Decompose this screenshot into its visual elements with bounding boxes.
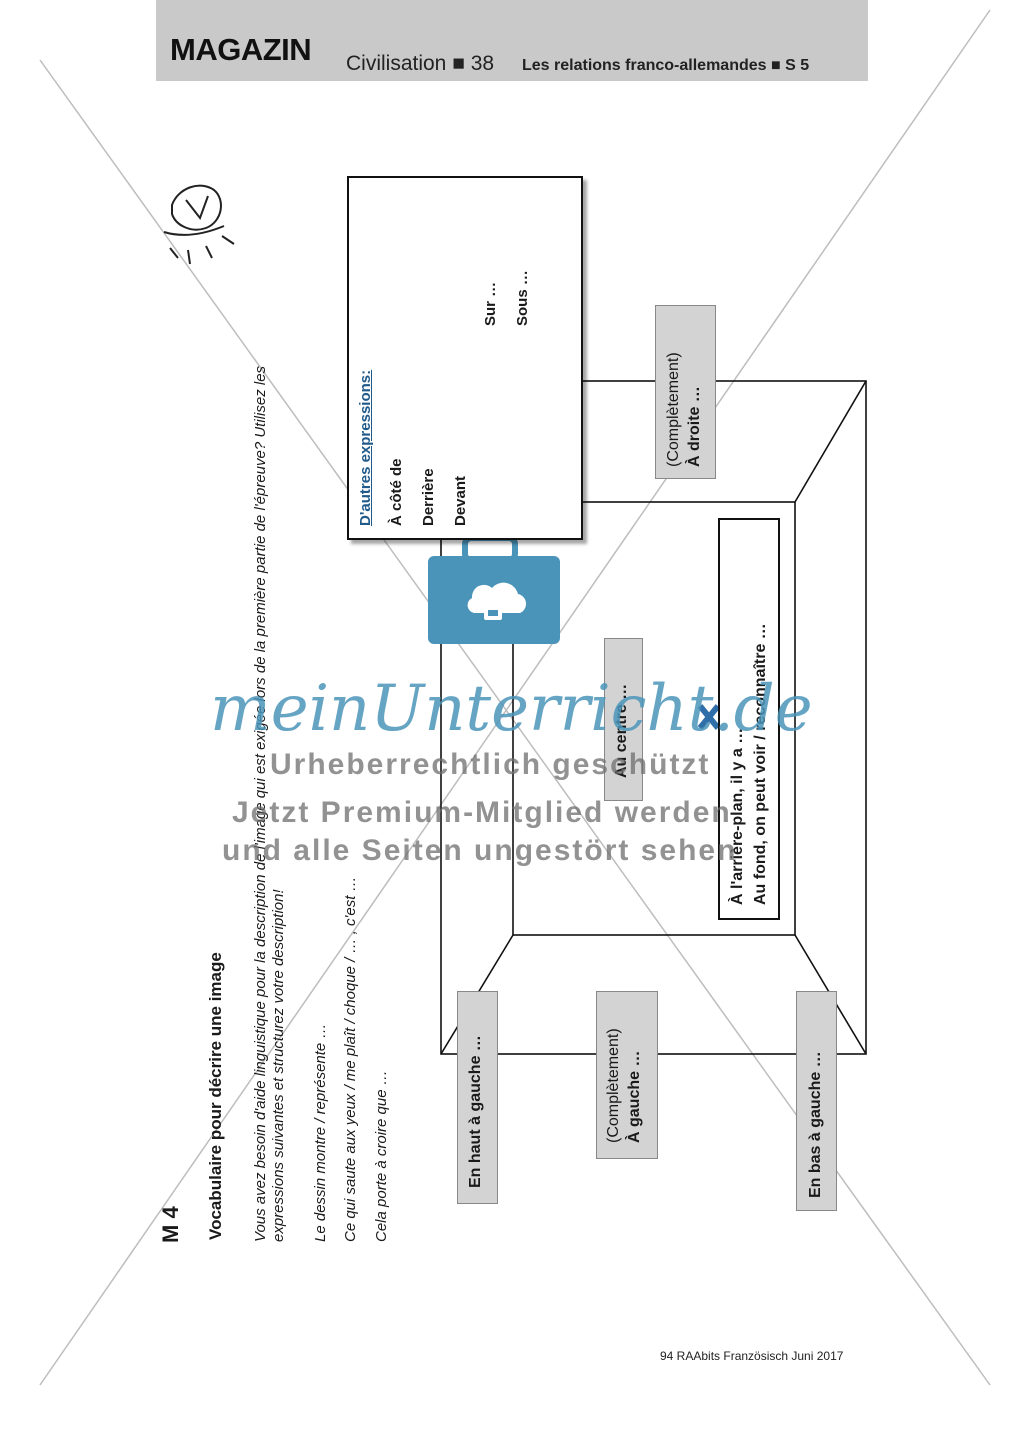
watermark-line-3: und alle Seiten ungestört sehen (222, 834, 738, 867)
label-left-text: À gauche … (625, 1050, 643, 1143)
label-right: (Complètement) À droite … (664, 352, 706, 467)
watermark-line-1: Urheberrechtlich geschützt (270, 748, 711, 781)
box-background (718, 518, 780, 920)
briefcase-icon (428, 535, 560, 644)
expression-1: Le dessin montre / représente … (312, 1023, 329, 1242)
label-background-2: Au fond, on peut voir / reconnaître … (752, 623, 770, 905)
box-left (596, 991, 658, 1159)
watermark-line-2: Jetzt Premium-Mitglied werden (232, 796, 732, 829)
label-left-note: (Complètement) (605, 1028, 622, 1143)
other-expression-2: Derrière (420, 468, 437, 526)
label-right-note: (Complètement) (665, 352, 682, 467)
other-expressions-heading: D'autres expressions: (357, 369, 374, 526)
eye-drawing-icon (163, 184, 235, 265)
label-bottom-left: En bas à gauche … (807, 1051, 824, 1198)
footer-text: 94 RAAbits Französisch Juni 2017 (660, 1349, 844, 1363)
other-expression-4: Sur … (482, 281, 499, 326)
label-left: (Complètement) À gauche … (604, 1028, 646, 1143)
box-center (604, 638, 643, 801)
other-expression-5: Sous … (514, 270, 531, 326)
other-expressions-box (347, 176, 583, 540)
box-right (655, 305, 716, 479)
header-bar (156, 0, 868, 81)
label-top-left: En haut à gauche … (467, 1035, 484, 1188)
cross-icon (697, 704, 721, 730)
magazine-title: MAGAZIN (170, 32, 312, 67)
other-expression-1: À côté de (388, 458, 405, 526)
expression-2: Ce qui saute aux yeux / me plaît / choqu… (342, 876, 359, 1242)
worksheet-title: Vocabulaire pour décrire une image (206, 952, 225, 1240)
watermark-brand: meinUnterricht.de (210, 672, 813, 746)
topic-label: Les relations franco-allemandes ■ S 5 (522, 57, 810, 74)
label-right-text: À droite … (685, 386, 703, 467)
section-label: Civilisation ■ 38 (346, 52, 495, 75)
box-top-left (457, 991, 498, 1204)
other-expression-3: Devant (452, 475, 469, 526)
box-bottom-left (796, 991, 837, 1211)
worksheet-label: M 4 (158, 1206, 183, 1243)
expression-3: Cela porte à croire que … (373, 1070, 390, 1242)
